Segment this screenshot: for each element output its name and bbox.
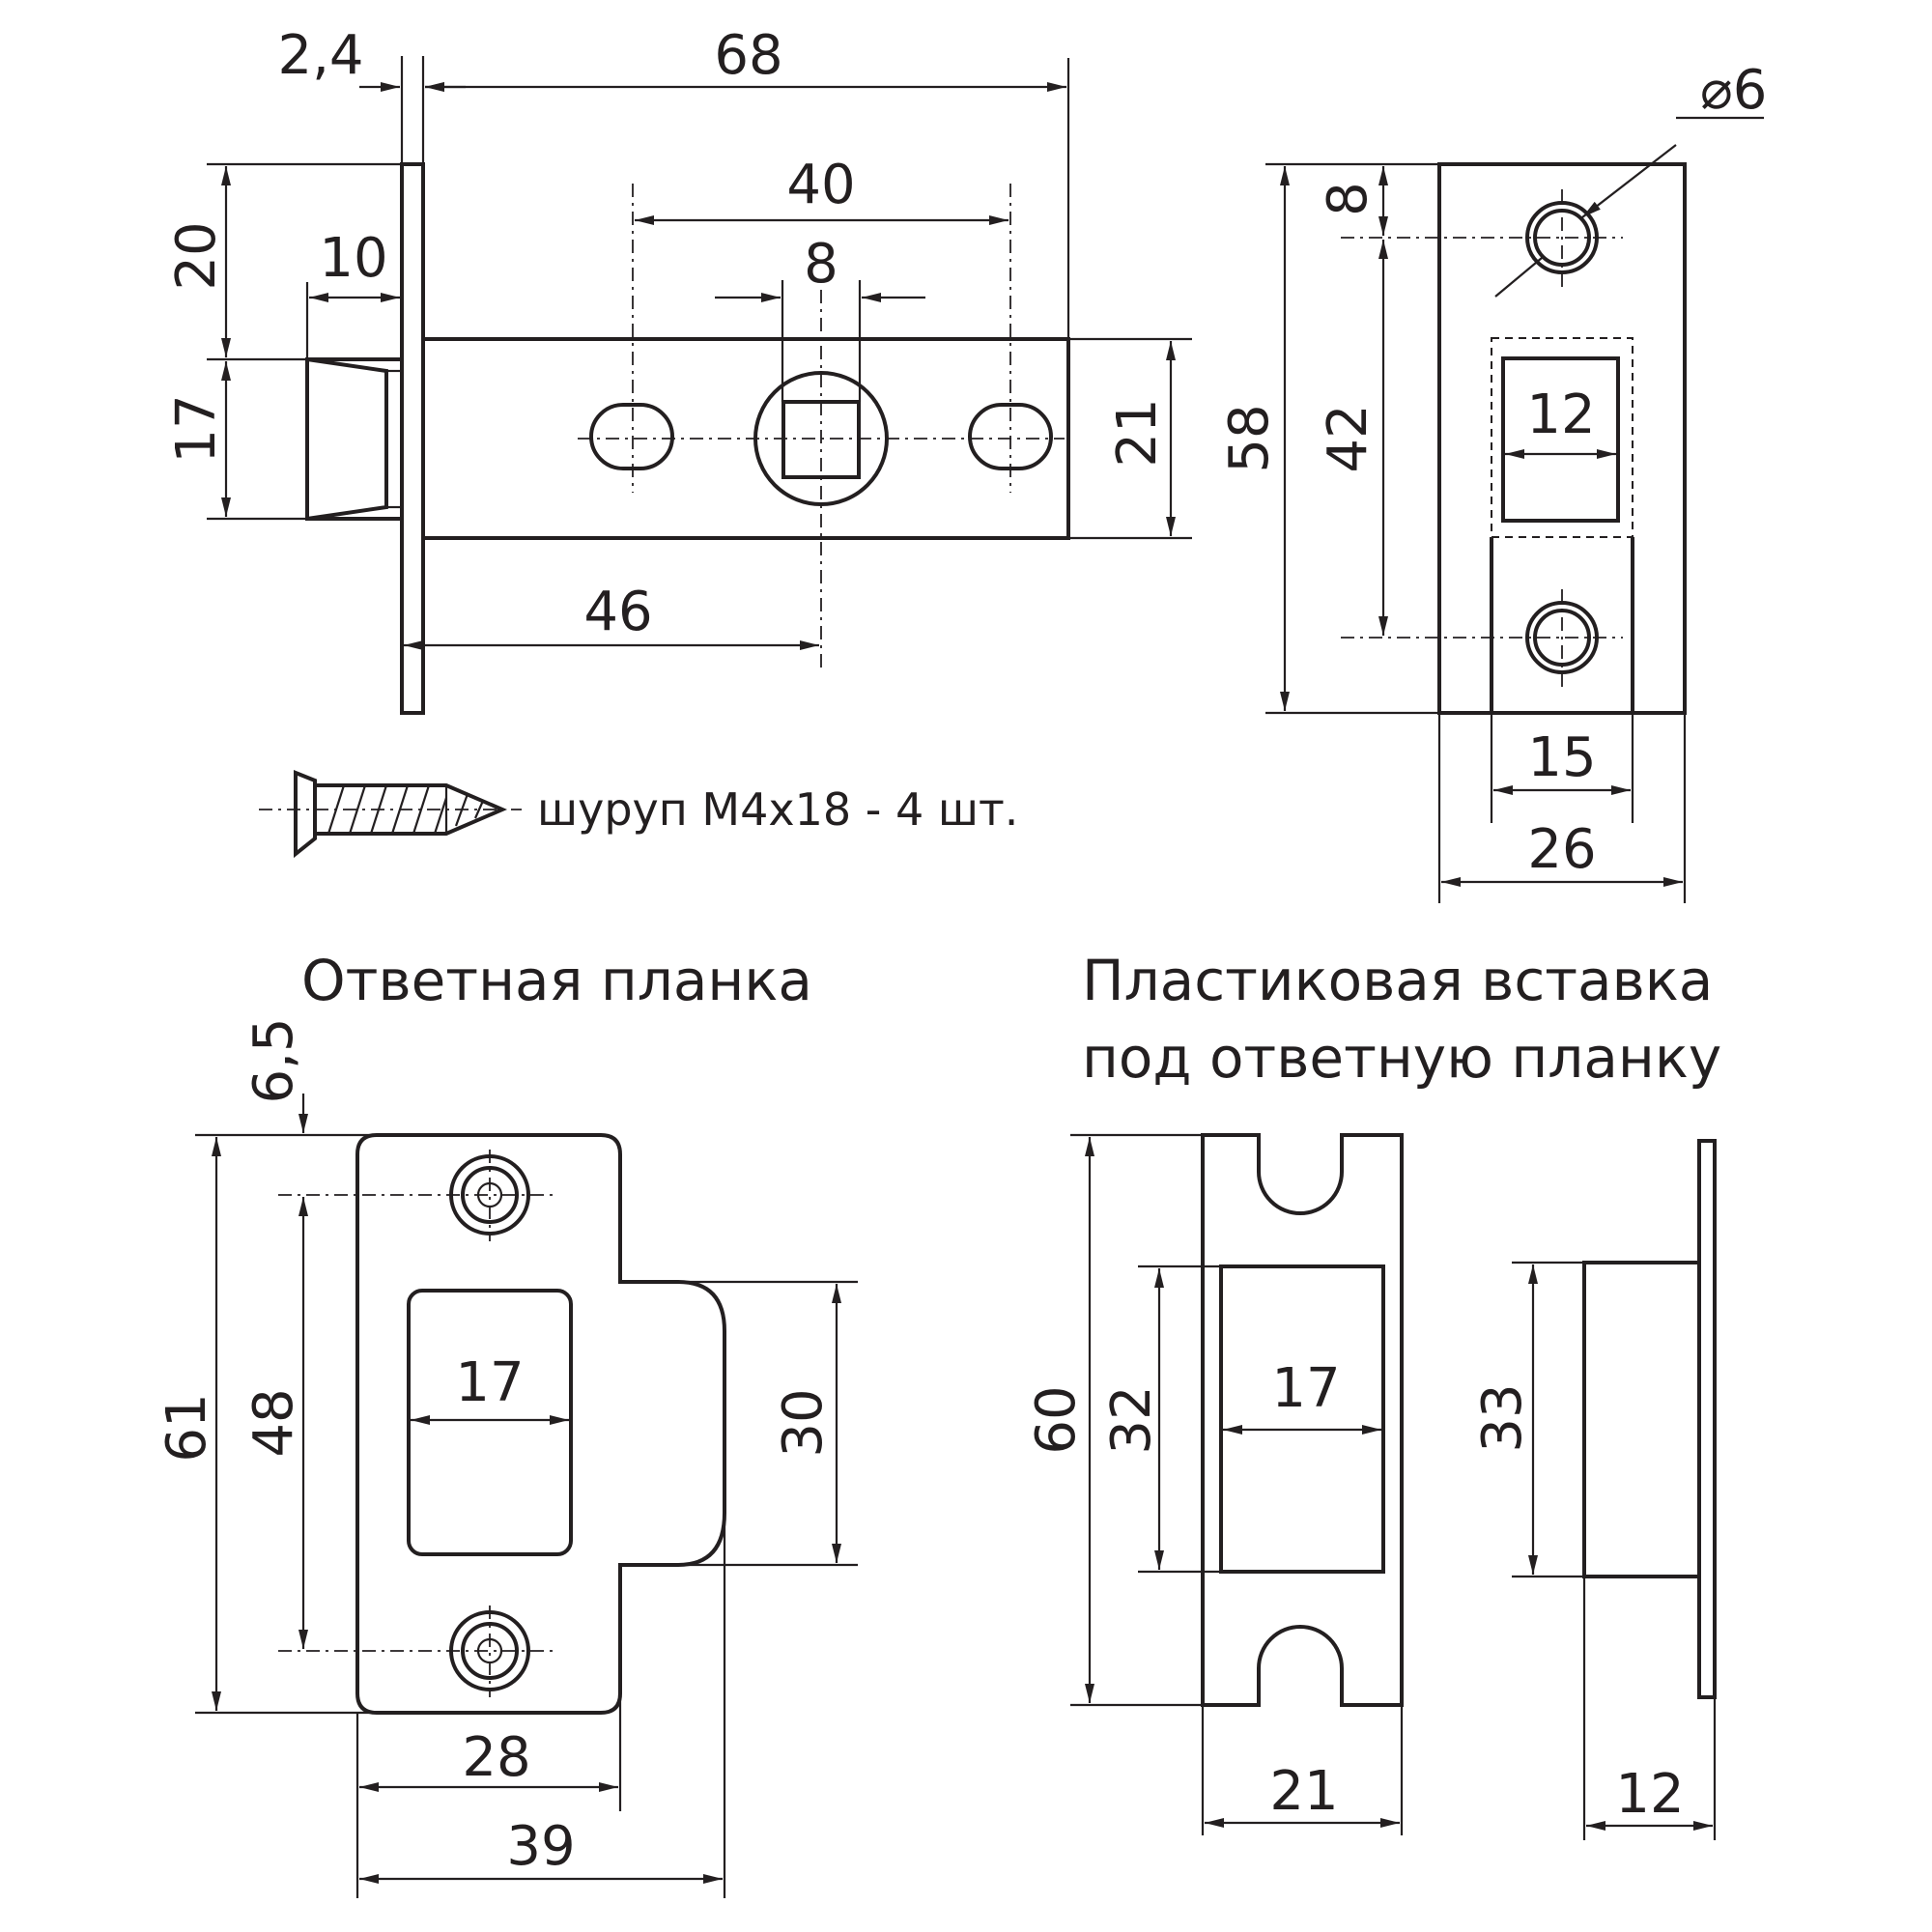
dim-label-strike-48: 48 <box>242 1388 305 1457</box>
dim-faceplate-15: 15 <box>1493 726 1631 795</box>
latch-bolt <box>305 357 402 521</box>
screw-label: шуруп М4х18 - 4 шт. <box>537 783 1018 836</box>
dim-faceplate-58: 58 <box>1218 166 1290 711</box>
dim-insert-33: 33 <box>1471 1264 1538 1575</box>
dim-label-insert-33: 33 <box>1471 1383 1534 1452</box>
dim-strike-61: 61 <box>156 1137 221 1711</box>
plastic-insert-front-view: 60 32 17 21 <box>1025 1133 1404 1835</box>
dim-label-faceplate-12: 12 <box>1526 384 1595 446</box>
latch-body <box>421 337 1070 540</box>
dim-label-46: 46 <box>583 581 652 643</box>
dim-faceplate-12: 12 <box>1505 384 1616 459</box>
plastic-insert-title-line2: под ответную планку <box>1082 1025 1721 1091</box>
plastic-insert-outline <box>1201 1133 1404 1707</box>
dim-label-17: 17 <box>165 394 228 463</box>
dim-faceplate-diameter: ⌀6 <box>1494 59 1767 298</box>
plastic-insert-window <box>1219 1264 1385 1574</box>
dim-latch-68: 68 <box>425 24 1066 92</box>
dim-label-strike-39: 39 <box>506 1815 575 1878</box>
dim-label-faceplate-8: 8 <box>1317 182 1379 216</box>
screw-icon <box>259 770 522 859</box>
dim-insert-12: 12 <box>1586 1763 1713 1831</box>
dim-label-10: 10 <box>319 227 387 290</box>
strike-plate-window <box>407 1289 573 1556</box>
dim-insert-60: 60 <box>1025 1137 1094 1703</box>
dim-strike-48: 48 <box>242 1197 308 1649</box>
latch-faceplate <box>400 162 425 715</box>
dim-faceplate-8: 8 <box>1317 166 1388 236</box>
dim-strike-39: 39 <box>359 1815 723 1884</box>
dim-latch-20: 20 <box>165 166 231 357</box>
dim-label-68: 68 <box>714 24 782 87</box>
faceplate-view: ⌀6 8 42 58 12 15 26 <box>1218 59 1767 903</box>
dim-insert-32: 32 <box>1100 1268 1164 1570</box>
dim-strike-17: 17 <box>411 1351 569 1425</box>
plastic-insert-box <box>1582 1261 1701 1578</box>
dim-insert-17: 17 <box>1223 1357 1381 1435</box>
dim-insert-21: 21 <box>1205 1760 1400 1828</box>
dim-latch-10: 10 <box>309 227 400 302</box>
dim-strike-28: 28 <box>359 1726 618 1792</box>
dim-faceplate-42: 42 <box>1317 240 1388 636</box>
dim-label-diameter: ⌀6 <box>1700 59 1767 122</box>
dim-label-faceplate-15: 15 <box>1527 726 1596 789</box>
dim-latch-46: 46 <box>404 581 819 650</box>
dim-label-8: 8 <box>804 233 838 296</box>
strike-screw-hole-top <box>449 1154 530 1236</box>
dim-strike-6-5: 6,5 <box>242 1017 308 1133</box>
faceplate-outline <box>1437 162 1687 715</box>
dim-label-20: 20 <box>165 221 228 290</box>
plastic-insert-title-line1: Пластиковая вставка <box>1082 948 1713 1013</box>
dim-label-insert-17: 17 <box>1271 1357 1340 1420</box>
faceplate-window <box>1501 356 1620 523</box>
faceplate-window-dashed <box>1491 337 1634 538</box>
dim-latch-21: 21 <box>1106 341 1176 536</box>
dim-label-insert-21: 21 <box>1269 1760 1338 1823</box>
dim-label-faceplate-26: 26 <box>1527 818 1596 881</box>
dim-latch-2-4: 2,4 <box>277 24 466 92</box>
latch-slot-left <box>589 403 674 470</box>
dim-label-strike-6-5: 6,5 <box>242 1017 305 1103</box>
dim-latch-17: 17 <box>165 361 231 517</box>
strike-screw-hole-bottom <box>449 1610 530 1691</box>
dim-label-21: 21 <box>1106 398 1169 467</box>
dim-label-insert-32: 32 <box>1100 1385 1163 1454</box>
plastic-insert-flange <box>1697 1139 1717 1699</box>
strike-plate-title: Ответная планка <box>301 948 812 1013</box>
dim-label-strike-17: 17 <box>455 1351 524 1414</box>
dim-label-faceplate-42: 42 <box>1317 404 1379 472</box>
dim-label-faceplate-58: 58 <box>1218 404 1281 472</box>
dim-strike-30: 30 <box>772 1284 841 1563</box>
dim-label-insert-12: 12 <box>1615 1763 1684 1826</box>
plastic-insert-side-view: 33 12 <box>1471 1139 1717 1840</box>
dim-label-strike-28: 28 <box>462 1726 530 1789</box>
dim-latch-8: 8 <box>715 233 925 302</box>
dim-label-strike-30: 30 <box>772 1388 835 1457</box>
dim-label-40: 40 <box>786 154 855 216</box>
dim-latch-40: 40 <box>635 154 1009 225</box>
latch-view: 68 2,4 40 8 20 10 17 21 <box>165 24 1192 715</box>
dim-label-strike-61: 61 <box>156 1393 218 1462</box>
strike-plate-view: 6,5 61 48 17 30 28 39 <box>156 1017 858 1898</box>
dim-label-insert-60: 60 <box>1025 1385 1088 1454</box>
strike-plate-outline <box>355 1133 726 1715</box>
dim-label-2-4: 2,4 <box>277 24 363 87</box>
dim-faceplate-26: 26 <box>1441 818 1683 887</box>
